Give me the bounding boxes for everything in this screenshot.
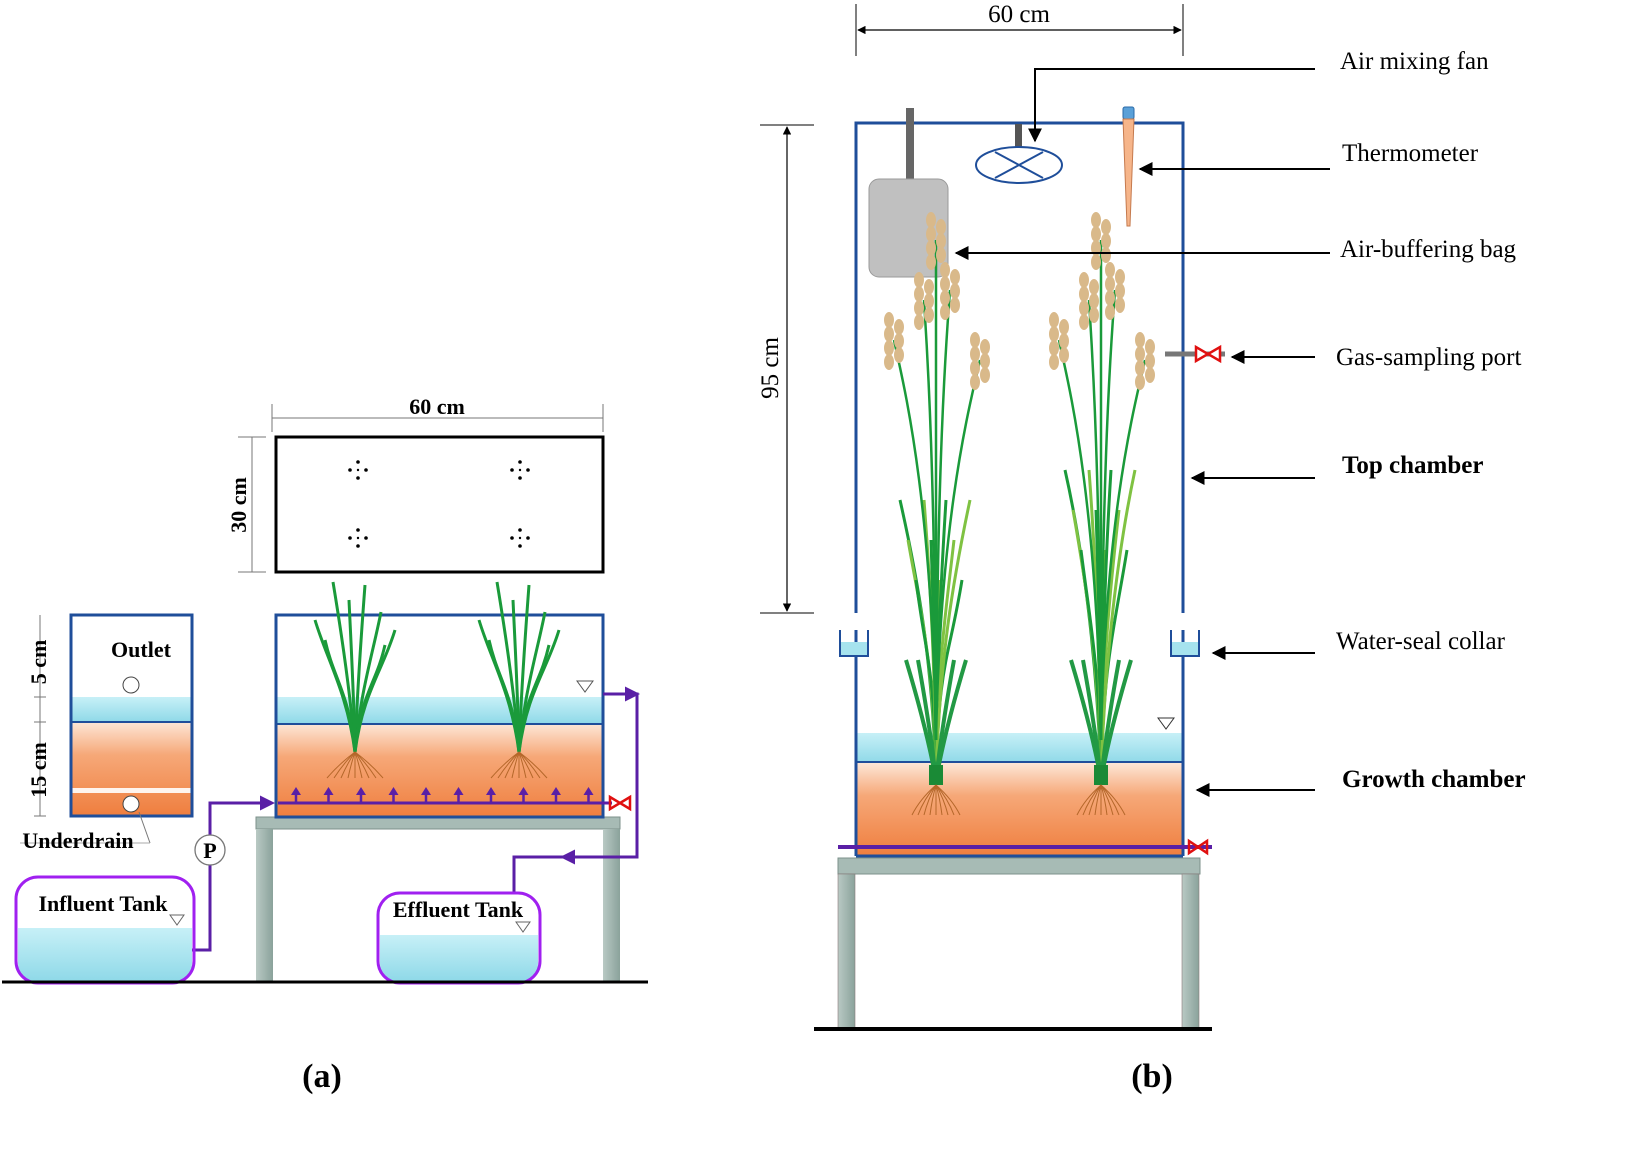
valve-a xyxy=(608,794,632,812)
top-chamber-label: Top chamber xyxy=(1342,452,1483,479)
panel-a: 60 cm 30 cm Outlet Under xyxy=(2,394,648,1095)
air-mixing-fan xyxy=(975,124,1063,184)
rice-plant xyxy=(884,212,990,816)
column-frame xyxy=(69,613,194,818)
effluent-tank: Effluent Tank xyxy=(376,891,542,985)
plant-hill-marker xyxy=(348,460,368,480)
chamber-width-dimension: 60 cm xyxy=(855,1,1184,56)
plant-hill-marker xyxy=(348,528,368,548)
column-depth-dimensions: 5 cm 15 cm xyxy=(26,615,51,817)
underdrain-label: Underdrain xyxy=(22,828,133,853)
rice-plant xyxy=(1049,212,1155,816)
rice-plants-a xyxy=(313,581,561,779)
valve-b xyxy=(1187,838,1209,856)
influent-pipe xyxy=(188,795,275,952)
gas-sampling-port-label: Gas-sampling port xyxy=(1336,344,1521,371)
water-seal-collar-label: Water-seal collar xyxy=(1336,628,1506,655)
top-view-width-label: 60 cm xyxy=(409,394,465,419)
plant-hill-marker xyxy=(510,528,530,548)
top-chamber-frame xyxy=(854,121,1185,613)
growth-chamber-label: Growth chamber xyxy=(1342,766,1526,793)
influent-tank-label: Influent Tank xyxy=(38,891,168,916)
upflow-arrow xyxy=(291,787,301,803)
chamber-width-label: 60 cm xyxy=(988,1,1050,28)
thermometer xyxy=(1122,106,1135,227)
upflow-arrow xyxy=(453,787,464,803)
air-mixing-fan-label: Air mixing fan xyxy=(1340,48,1489,75)
water-seal-collar-right xyxy=(1170,630,1200,657)
upflow-arrow xyxy=(518,787,529,803)
chamber-height-dimension: 95 cm xyxy=(757,124,814,614)
growth-chamber-b xyxy=(854,630,1185,858)
pump: P xyxy=(194,834,226,866)
soil-depth-label: 15 cm xyxy=(26,742,51,798)
bench-b xyxy=(837,857,1201,1029)
pump-label: P xyxy=(203,838,216,863)
upflow-arrow xyxy=(486,787,496,803)
water-seal-collar-left xyxy=(839,630,869,657)
bench-a xyxy=(255,816,621,982)
rice-seedling xyxy=(313,581,397,779)
water-level-mark-b xyxy=(1157,717,1175,730)
upflow-arrow xyxy=(551,787,561,803)
rice-plants-b xyxy=(884,212,1155,816)
influent-tank: Influent Tank xyxy=(14,875,196,985)
upflow-arrow xyxy=(421,787,431,803)
callouts xyxy=(954,68,1330,797)
top-view-height-label: 30 cm xyxy=(226,477,251,533)
gas-sampling-port xyxy=(1165,344,1225,364)
effluent-pipe xyxy=(512,686,640,893)
upflow-arrows xyxy=(291,787,594,803)
top-view-height-dimension: 30 cm xyxy=(226,436,266,573)
underdrain-port xyxy=(122,795,140,813)
rice-seedling xyxy=(477,581,561,779)
plant-hill-markers xyxy=(348,460,530,548)
air-buffering-bag-label: Air-buffering bag xyxy=(1340,236,1517,263)
caption-b: (b) xyxy=(1131,1058,1173,1095)
caption-a: (a) xyxy=(302,1058,342,1095)
upflow-arrow xyxy=(583,787,594,803)
top-view-plan xyxy=(274,435,605,574)
panel-b: 60 cm 95 cm xyxy=(757,1,1526,1095)
water-level-mark xyxy=(576,680,594,693)
thermometer-label: Thermometer xyxy=(1342,140,1479,167)
outlet-label: Outlet xyxy=(111,637,172,662)
upflow-arrow xyxy=(388,787,399,803)
outlet-port xyxy=(122,676,140,694)
chamber-height-label: 95 cm xyxy=(757,337,784,399)
water-depth-label: 5 cm xyxy=(26,640,51,685)
effluent-tank-label: Effluent Tank xyxy=(393,897,524,922)
plant-hill-marker xyxy=(510,460,530,480)
top-view-width-dimension: 60 cm xyxy=(271,394,604,432)
column-cross-section: Outlet Underdrain xyxy=(20,613,194,853)
fan-callout-arrow xyxy=(1028,68,1315,143)
upflow-arrow xyxy=(323,787,334,803)
upflow-arrow xyxy=(356,787,366,803)
growth-box-frame xyxy=(274,613,605,819)
